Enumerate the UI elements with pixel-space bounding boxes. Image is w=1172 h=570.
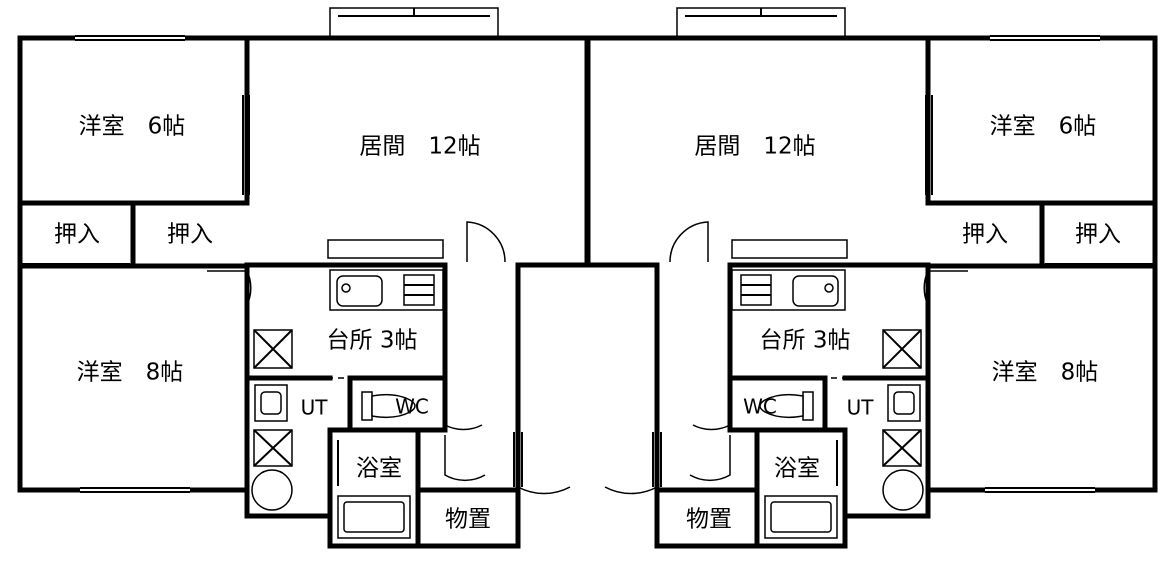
left-labels: 洋室 6帖 居間 12帖 押入 押入 洋室 8帖 台所 3帖 UT WC 浴室 … (54, 114, 491, 533)
left-washer-drain (251, 469, 293, 511)
right-sink (792, 275, 839, 307)
left-storage-label: 物置 (445, 507, 491, 533)
right-toilet-bowl (759, 393, 804, 419)
right-toilet-tank (802, 391, 814, 421)
right-kitchen-label: 台所 3帖 (760, 328, 851, 354)
left-closet-a-label: 押入 (54, 222, 100, 248)
right-outer-wall (585, 35, 1158, 549)
right-wc-label: WC (743, 395, 777, 419)
right-ut-label: UT (847, 396, 875, 420)
right-kitchen-shelf (731, 239, 848, 259)
left-wc-label: WC (395, 395, 429, 419)
left-ut-label: UT (301, 396, 329, 420)
right-labels: 洋室 6帖 居間 12帖 押入 押入 洋室 8帖 台所 3帖 UT WC 浴室 … (686, 114, 1121, 533)
right-closet-b-label: 押入 (1075, 222, 1121, 248)
left-kitchen-shelf (327, 239, 444, 259)
right-living-label: 居間 12帖 (694, 134, 815, 160)
left-toilet-tank (361, 391, 373, 421)
right-bath-label: 浴室 (774, 456, 820, 482)
left-toilet-bowl (371, 393, 416, 419)
left-unit (17, 7, 590, 549)
right-stove (740, 274, 772, 306)
left-western8-label: 洋室 8帖 (77, 360, 184, 386)
left-bath-label: 浴室 (356, 456, 402, 482)
right-washer-drain (882, 469, 924, 511)
right-unit (585, 7, 1158, 549)
right-western8-label: 洋室 8帖 (992, 360, 1099, 386)
right-storage-label: 物置 (686, 507, 732, 533)
left-closet-b-label: 押入 (167, 222, 213, 248)
left-western6-label: 洋室 6帖 (79, 114, 186, 140)
left-sink (336, 275, 383, 307)
left-kitchen-label: 台所 3帖 (327, 328, 418, 354)
left-stove (403, 274, 435, 306)
right-western6-label: 洋室 6帖 (990, 114, 1097, 140)
left-living-label: 居間 12帖 (359, 134, 480, 160)
right-closet-a-label: 押入 (962, 222, 1008, 248)
